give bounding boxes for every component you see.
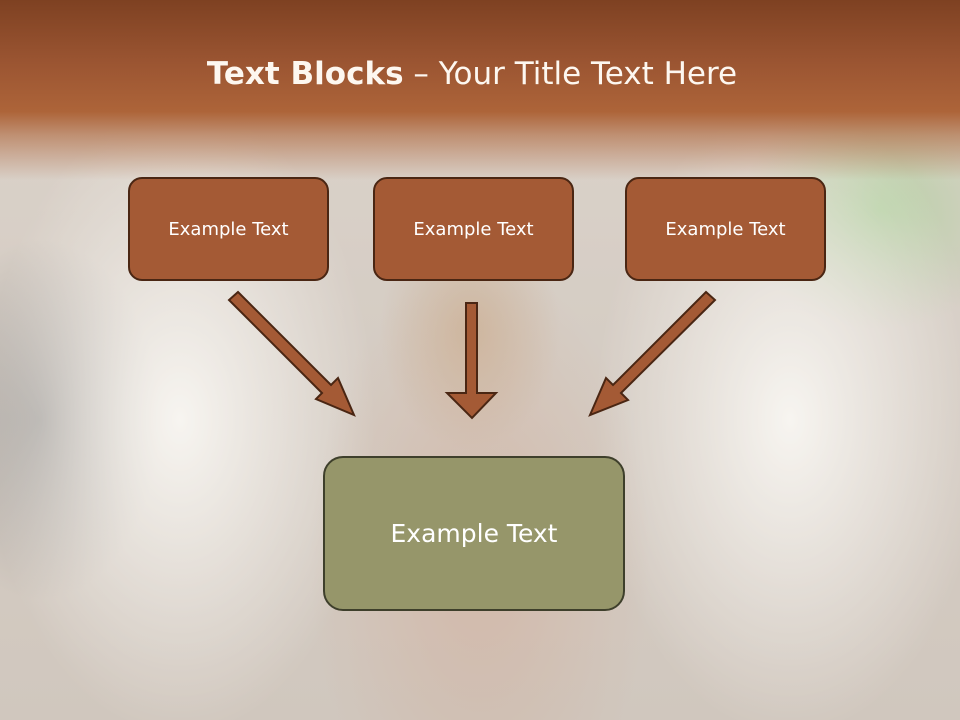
arrow-down-icon[interactable] — [444, 302, 499, 420]
title-rest-part: Your Title Text Here — [438, 56, 738, 92]
header-band — [0, 0, 960, 180]
arrow-down-right-icon[interactable] — [227, 290, 356, 417]
title-bold-part: Text Blocks — [206, 56, 404, 92]
title-separator: – — [403, 56, 439, 92]
arrow-down-left-icon[interactable] — [588, 290, 717, 417]
text-block-3-label: Example Text — [665, 218, 786, 240]
text-block-2[interactable]: Example Text — [373, 177, 574, 281]
result-text-block-label: Example Text — [390, 519, 558, 548]
slide-title[interactable]: Text Blocks – Your Title Text Here — [0, 52, 944, 96]
text-block-1[interactable]: Example Text — [128, 177, 329, 281]
text-block-3[interactable]: Example Text — [625, 177, 826, 281]
text-block-2-label: Example Text — [413, 218, 534, 240]
text-block-1-label: Example Text — [168, 218, 289, 240]
result-text-block[interactable]: Example Text — [323, 456, 625, 611]
